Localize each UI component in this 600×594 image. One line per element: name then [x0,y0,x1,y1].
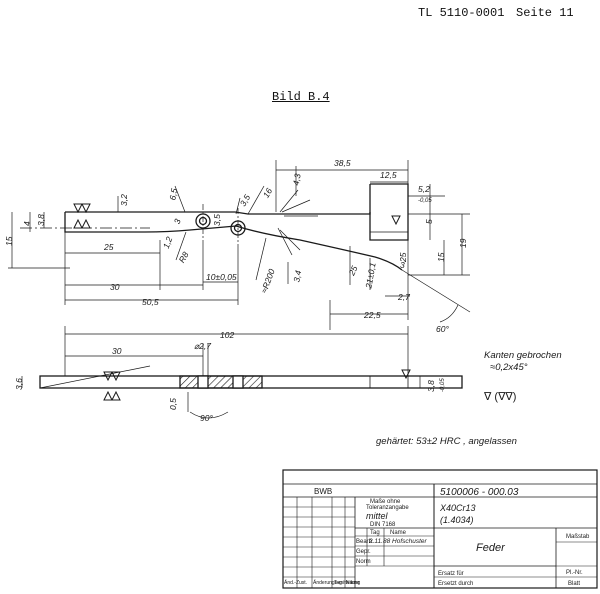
note-edges: Kanten gebrochen [484,350,562,361]
dim-10-tolerance: 10±0,05 [206,272,237,282]
dim-3: 3 [172,217,183,225]
note-edges-size: ≈0,2x45° [490,362,528,373]
dim-5-2: 5,2 [418,184,430,194]
dim-3-4: 3,4 [291,269,303,283]
dim-5: 5 [424,219,434,224]
note-surface: ∇ (∇∇) [483,391,516,403]
dim-3-5-hole: 3,5 [212,214,222,226]
dim-15-left: 15 [4,236,14,246]
dim-1-2: 1,2 [161,235,175,250]
page-label: Seite 11 [516,6,574,20]
tb-org: BWB [314,487,332,496]
tb-ersetzt-durch: Ersetzt durch [438,581,473,587]
tb-tolerance-label-1: Maße ohne [370,499,401,505]
tb-aend-mitt: Änderungs-mitteilung [313,579,360,586]
tb-material-1: X40Cr13 [439,503,476,513]
spring-top-view [64,183,409,271]
dim-3-corner: 3 [400,260,405,270]
dim-3-8-top: 3,8 [36,214,46,226]
dim-90-deg: 90° [200,413,213,423]
tb-ersatz-fuer: Ersatz für [438,571,464,577]
dim-102: 102 [220,330,234,340]
dim-16: 16 [261,186,275,199]
title-block-texts: BWB 5100006 - 000.03 X40Cr13 (1.4034) Ma… [284,487,590,587]
dim-2-7-diameter: ⌀2,7 [194,341,211,351]
tb-tolerance-class: mittel [366,511,389,521]
tb-col-name: Name [390,530,407,536]
dim-19: 19 [458,238,468,248]
tb-part-name: Feder [476,542,506,554]
dim-3-8-side: 3,8 [426,380,436,392]
dim-3-5-top: 3,5 [238,192,253,207]
figure-title: Bild B.4 [272,90,330,104]
tb-tolerance-label-2: Toleranzangabe [366,505,409,511]
dim-21: 21±0,1 [363,261,378,290]
tb-drawing-number: 5100006 - 000.03 [440,487,519,498]
tb-aend: Änd.-Zust. [284,579,307,586]
title-block [282,469,598,589]
dim-25-right: 25 [398,252,408,263]
dim-50-5: 50,5 [142,297,159,307]
tb-blatt: Blatt [568,581,580,587]
dim-12-5: 12,5 [380,170,397,180]
tb-pl-nr: Pl.-Nr. [566,570,583,576]
dim-22-5: 22,5 [363,310,381,320]
tb-massstab: Maßstab [566,534,590,540]
dim-15-right: 15 [436,252,446,262]
dim-5-2-tolerance: -0,05 [418,198,432,204]
dim-0-5: 0,5 [168,398,178,410]
tb-material-2: (1.4034) [440,515,474,525]
dim-25-middle: 25 [346,264,360,278]
tb-col-tag: Tag [370,530,380,536]
spring-side-view [39,375,463,389]
document-number: TL 5110-0001 [418,6,505,20]
tb-signature: 2.11.88 Hofschuster [368,538,428,545]
dim-6-5: 6,5 [167,187,179,201]
tb-din-ref: DIN 7168 [370,522,396,528]
dim-3-6: 3,6 [14,378,24,390]
dim-4: 4 [22,221,32,226]
dim-4-3: 4,3 [291,173,303,187]
dim-3-2: 3,2 [119,194,129,206]
dim-3-8-side-tolerance: -0,05 [440,378,446,392]
dim-r8: R8 [177,250,191,265]
dim-2-7-top: 2,7 [397,292,410,302]
dim-60-deg: 60° [436,324,449,334]
dim-25-left: 25 [103,242,114,252]
tb-row-bearb: Bearb. [356,539,374,545]
tb-row-norm: Norm [356,559,371,565]
dim-30-side: 30 [112,346,122,356]
dimension-lines-side [21,326,421,419]
note-hardness: gehärtet: 53±2 HRC , angelassen [376,436,517,447]
tb-tag2: Tag [334,580,342,586]
dim-r200: ≈R200 [259,267,277,294]
tb-row-gepr: Gepr. [356,549,371,555]
dim-30-top: 30 [110,282,120,292]
tb-name2: Name [346,580,360,586]
dimension-lines-top [8,160,471,330]
dim-38-5: 38,5 [334,158,351,168]
